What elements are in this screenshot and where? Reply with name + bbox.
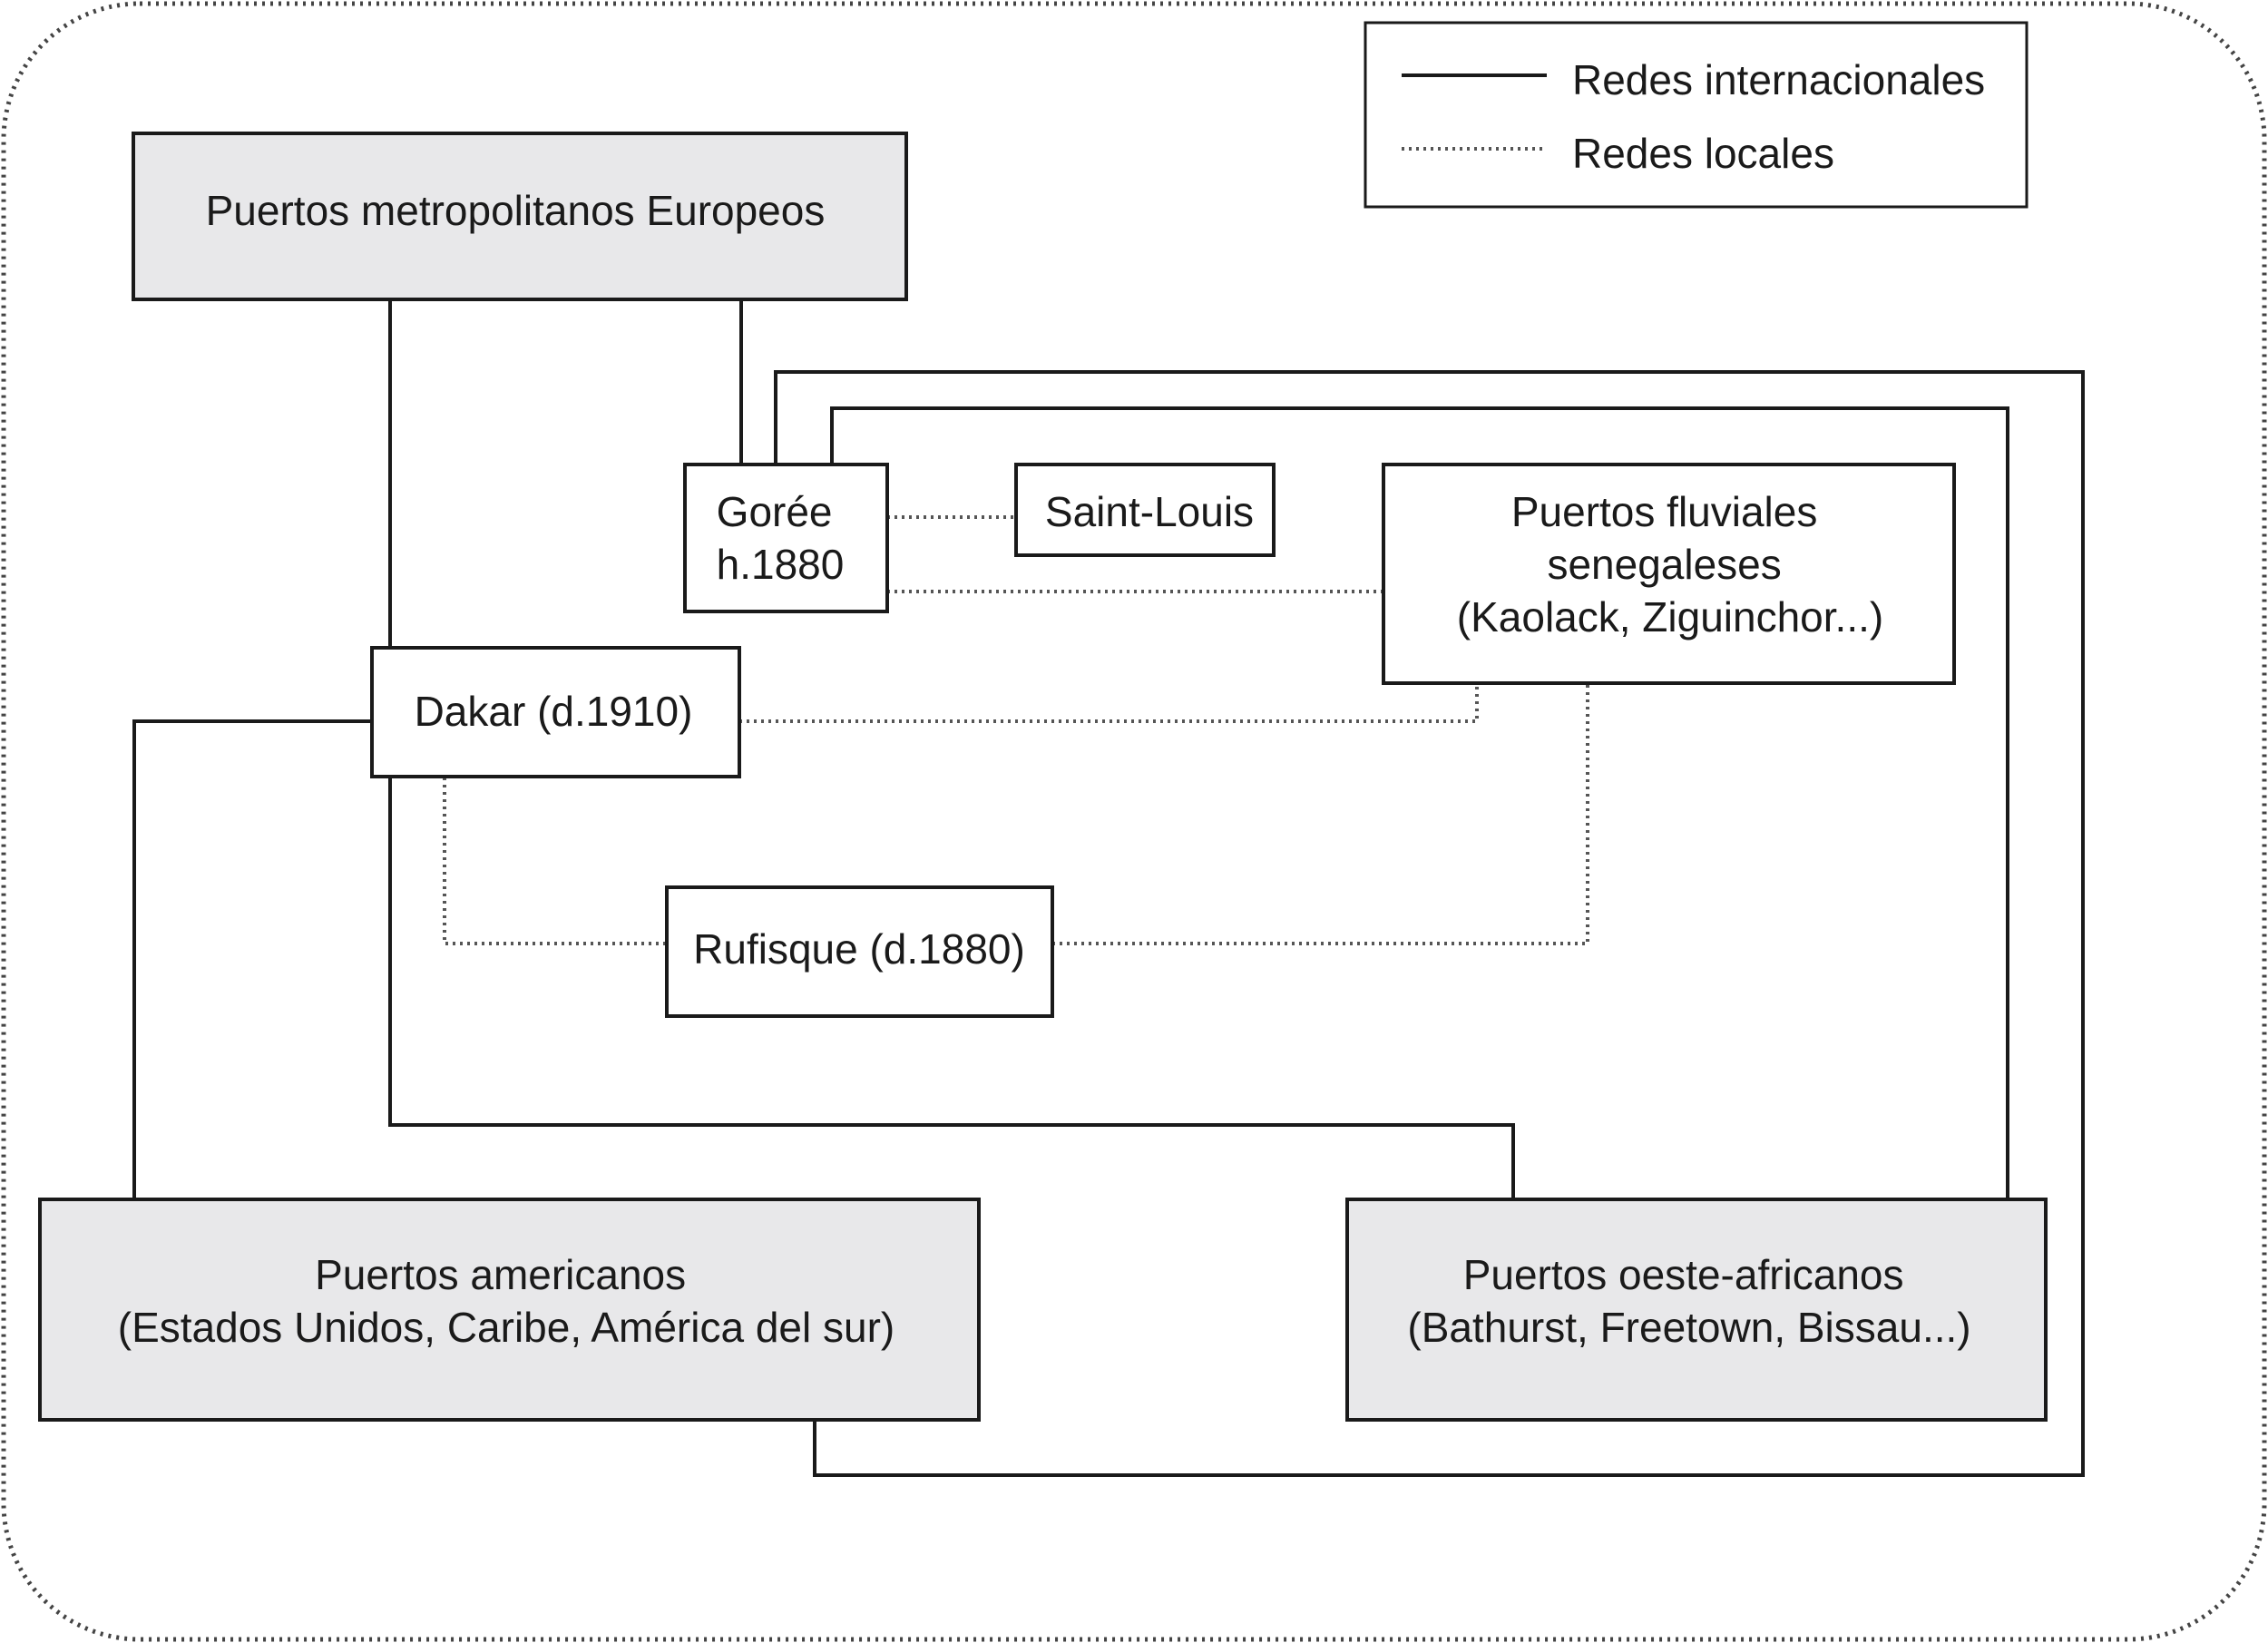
connector-rufisque-fluviales [1052,685,1589,945]
legend-local-label: Redes locales [1572,130,1834,177]
rufisque-box [665,885,1054,1018]
americanos-box [38,1198,981,1422]
saint-louis-box [1014,463,1276,557]
connector-goree-americanos-outer [774,370,2085,1477]
european-ports-box [132,132,908,301]
legend-international-label: Redes internacionales [1572,56,1985,103]
nodes [38,132,2048,1422]
fluviales-box [1382,463,1956,685]
connector-dakar-fluviales [739,685,1479,723]
legend: Redes internacionales Redes locales [1364,21,2028,209]
legend-box [1364,21,2028,209]
rufisque-label: Rufisque (d.1880) [693,925,1025,973]
connector-goree-oeste-inner [830,406,2009,1198]
fluviales-label: Puertos fluviales senegaleses (Kaolack, … [1457,488,1883,641]
local-connectors [443,515,1589,945]
dakar-box [370,646,741,778]
goree-label: Gorée h.1880 [717,488,845,588]
oeste-africanos-label: Puertos oeste-africanos (Bathurst, Freet… [1407,1251,1970,1351]
international-connectors [132,299,2085,1477]
connector-dakar-rufisque [443,777,667,945]
dakar-label: Dakar (d.1910) [415,688,693,735]
oeste-africanos-box [1345,1198,2048,1422]
goree-box [683,463,889,613]
node-labels: Puertos metropolitanos Europeos Gorée h.… [118,187,1971,1351]
connector-dakar-oeste [388,777,1515,1198]
european-ports-label: Puertos metropolitanos Europeos [206,187,826,234]
americanos-label: Puertos americanos (Estados Unidos, Cari… [118,1251,894,1351]
saint-louis-label: Saint-Louis [1045,488,1254,535]
connector-dakar-americanos [132,719,372,1198]
